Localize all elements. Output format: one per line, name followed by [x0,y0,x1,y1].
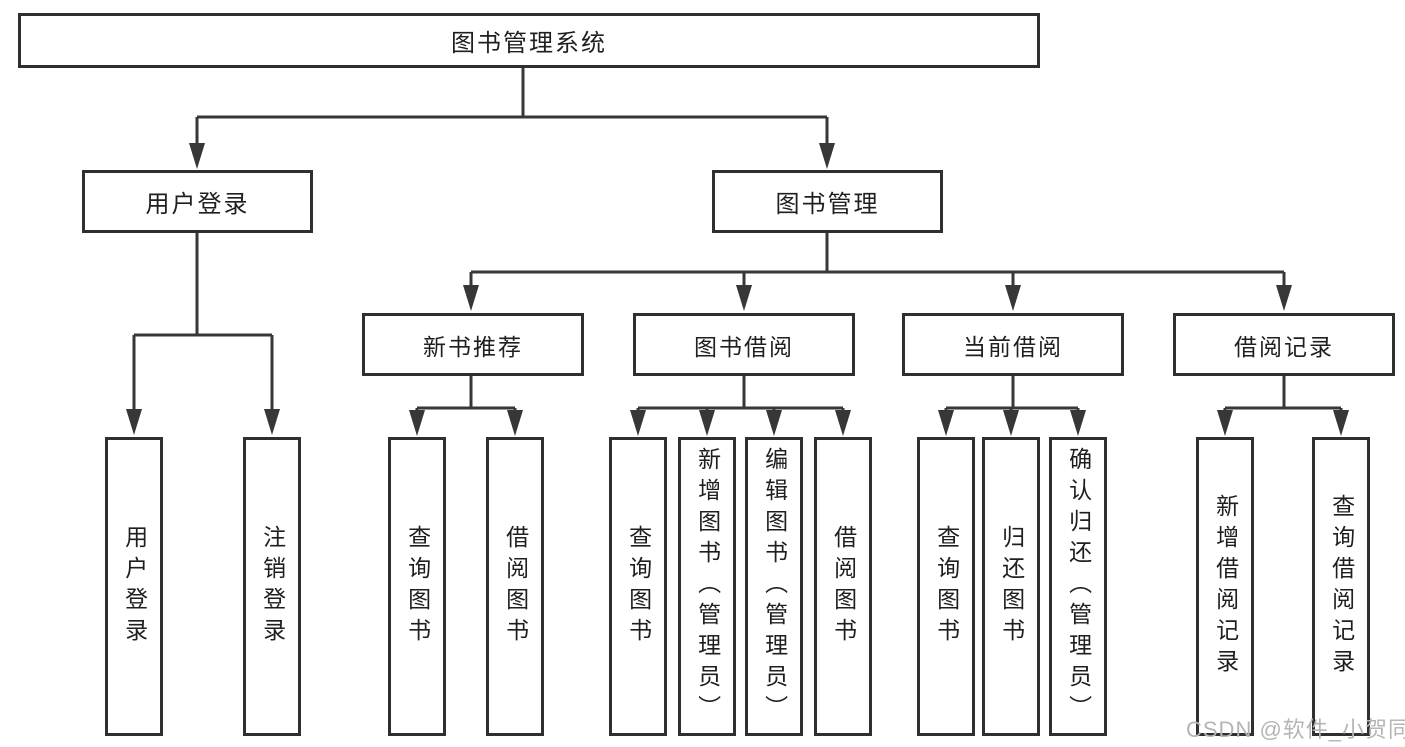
node-root-label: 图书管理系统 [451,30,607,57]
node-current-borrowing-label: 当前借阅 [963,333,1063,360]
node-borrowing-records: 借阅记录 [1173,313,1395,376]
leaf-logout: 注销登录 [243,437,301,736]
leaf-edit-book-admin: 编辑图书（管理员） [745,437,803,736]
leaf-user-login-label: 用户登录 [121,524,148,649]
node-book-management-label: 图书管理 [775,191,880,218]
leaf-logout-label: 注销登录 [259,524,286,649]
leaf-query-book-borrowing-label: 查询图书 [625,524,652,649]
node-current-borrowing: 当前借阅 [902,313,1124,376]
leaf-query-book-borrowing: 查询图书 [609,437,667,736]
leaf-add-book-admin-label: 新增图书（管理员） [694,447,721,726]
leaf-query-book-recommend: 查询图书 [388,437,446,736]
node-new-book-recommendation: 新书推荐 [362,313,584,376]
leaf-query-book-current-label: 查询图书 [933,524,960,649]
leaf-query-book-current: 查询图书 [917,437,975,736]
leaf-borrow-book-recommend-label: 借阅图书 [502,524,529,649]
leaf-borrow-book-recommend: 借阅图书 [486,437,544,736]
leaf-confirm-return-admin: 确认归还（管理员） [1049,437,1107,736]
node-book-borrowing-label: 图书借阅 [694,333,794,360]
node-book-management: 图书管理 [712,170,943,233]
leaf-query-book-recommend-label: 查询图书 [404,524,431,649]
leaf-query-borrow-record-label: 查询借阅记录 [1328,493,1355,680]
leaf-return-book-label: 归还图书 [998,524,1025,649]
leaf-add-borrow-record-label: 新增借阅记录 [1212,493,1239,680]
leaf-query-borrow-record: 查询借阅记录 [1312,437,1370,736]
node-borrowing-records-label: 借阅记录 [1234,333,1334,360]
node-new-book-recommendation-label: 新书推荐 [423,333,523,360]
leaf-add-borrow-record: 新增借阅记录 [1196,437,1254,736]
leaf-confirm-return-admin-label: 确认归还（管理员） [1065,447,1092,726]
node-user-login-label: 用户登录 [145,191,250,218]
csdn-watermark: CSDN @软件_小贺同学 [1186,717,1405,742]
node-root: 图书管理系统 [18,13,1040,68]
leaf-borrow-book-label: 借阅图书 [830,524,857,649]
leaf-borrow-book: 借阅图书 [814,437,872,736]
leaf-add-book-admin: 新增图书（管理员） [678,437,736,736]
node-user-login: 用户登录 [82,170,313,233]
node-book-borrowing: 图书借阅 [633,313,855,376]
leaf-return-book: 归还图书 [982,437,1040,736]
leaf-user-login: 用户登录 [105,437,163,736]
leaf-edit-book-admin-label: 编辑图书（管理员） [761,447,788,726]
